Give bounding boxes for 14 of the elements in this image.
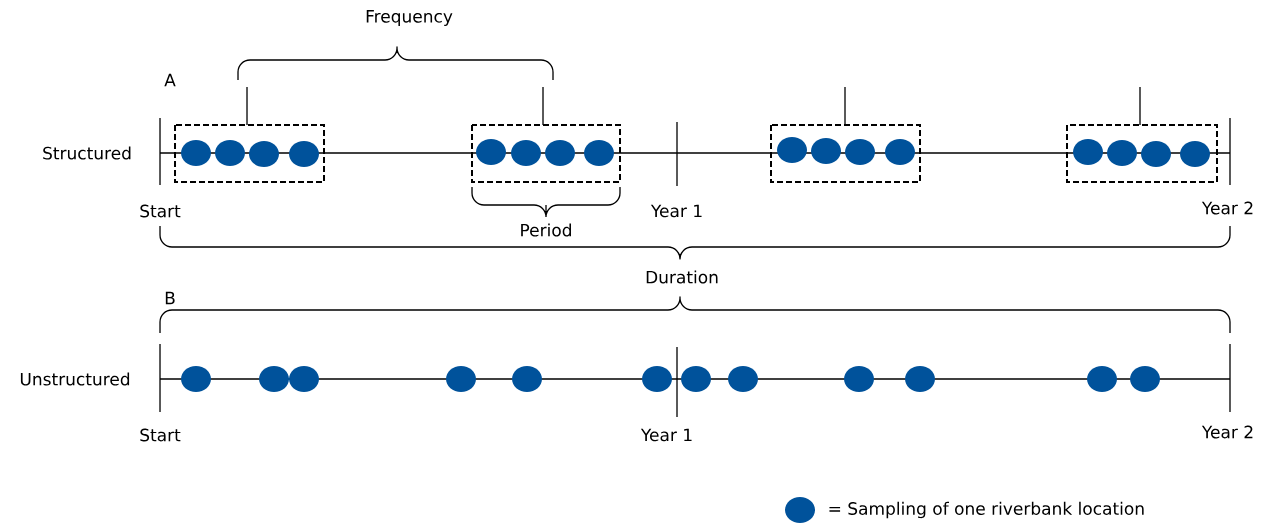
- axis-label: Year 1: [650, 204, 702, 218]
- legend-text: = Sampling of one riverbank location: [829, 501, 1144, 519]
- axis-label: Start: [140, 428, 181, 442]
- axis-label: Unstructured: [20, 372, 130, 386]
- axis-label: Start: [140, 204, 181, 218]
- axis-label: Year 2: [1201, 201, 1253, 215]
- axis-label: Duration: [646, 270, 718, 284]
- axis-label: Structured: [43, 146, 131, 160]
- axis-label: Year 2: [1201, 425, 1253, 439]
- axis-label: Year 1: [640, 428, 692, 442]
- axis-label: A: [164, 73, 176, 87]
- axis-label: Period: [521, 223, 571, 237]
- axis-label: Frequency: [366, 10, 453, 26]
- axis-label: B: [165, 291, 175, 305]
